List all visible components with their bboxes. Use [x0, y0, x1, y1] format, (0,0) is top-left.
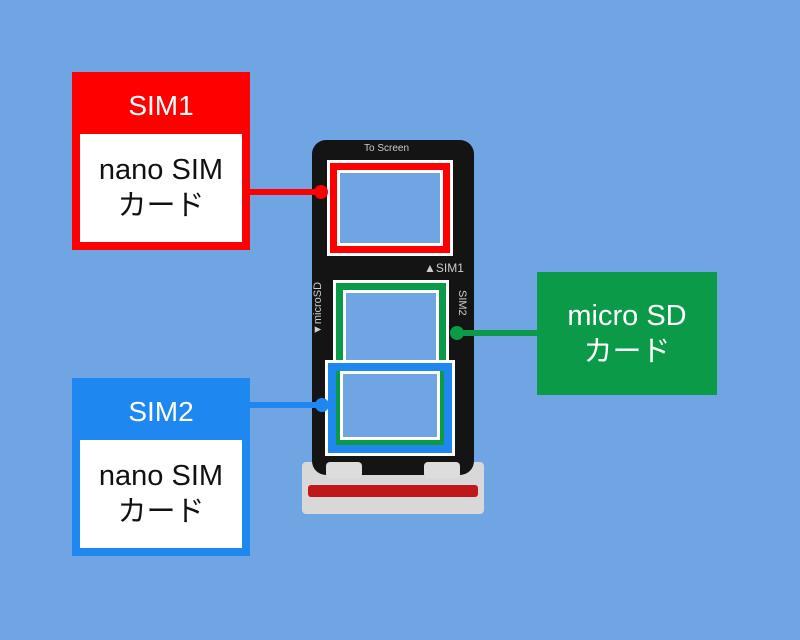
tray-notch-right — [424, 462, 460, 478]
tray-microsd-text: ▼microSD — [312, 281, 324, 335]
sim1-title: SIM1 — [128, 90, 194, 121]
sim1-connector — [250, 189, 325, 195]
tray-to-screen-text: To Screen — [364, 143, 410, 154]
sim2-connector — [250, 402, 325, 408]
tray-sim2-text: SIM2 — [456, 290, 468, 316]
microsd-connector — [452, 330, 538, 336]
sim1-slot — [327, 160, 453, 256]
sim2-slot — [325, 360, 455, 456]
sim2-connector-dot — [315, 398, 329, 412]
tray-red-strip — [308, 485, 478, 497]
sim1-slot-inner — [337, 170, 443, 246]
sim2-title: SIM2 — [128, 396, 194, 427]
sim1-type: nano SIM — [98, 154, 224, 186]
microsd-connector-dot — [450, 326, 464, 340]
microsd-type: micro SD — [567, 299, 687, 332]
sim1-label: SIM1 nano SIM カード — [72, 72, 250, 250]
sim2-type: nano SIM — [98, 460, 224, 492]
tray-notch-left — [326, 462, 362, 478]
sim2-card: カード — [117, 496, 205, 528]
sim2-label: SIM2 nano SIM カード — [72, 378, 250, 556]
sim2-slot-inner — [336, 371, 444, 445]
sim1-card: カード — [117, 190, 205, 222]
sim2-slot-fill — [340, 371, 440, 440]
tray-sim1-text: ▲SIM1 — [424, 261, 464, 275]
microsd-label: micro SD カード — [537, 272, 717, 395]
sim1-description: nano SIM カード — [80, 134, 242, 242]
sim2-description: nano SIM カード — [80, 440, 242, 548]
sim1-connector-dot — [314, 185, 328, 199]
microsd-card: カード — [583, 335, 671, 368]
